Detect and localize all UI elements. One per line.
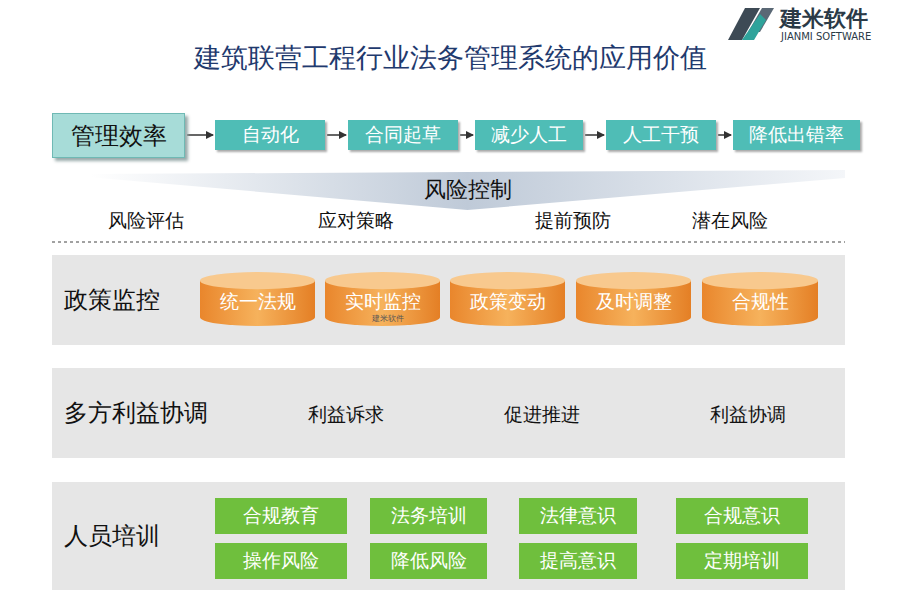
dashed-divider (52, 242, 845, 243)
tag-box: 操作风险 (215, 543, 347, 579)
node-text: 降低出错率 (749, 122, 844, 148)
node-text: 定期培训 (704, 548, 780, 574)
node-text: 操作风险 (243, 548, 319, 574)
process-box: 人工干预 (606, 120, 716, 150)
node-text: 提高意识 (540, 548, 616, 574)
flow-arrow (187, 134, 213, 136)
node-text: 人工干预 (623, 122, 699, 148)
node-text: 合规意识 (704, 503, 780, 529)
node-text: 政策监控 (64, 284, 160, 316)
process-box: 降低出错率 (733, 120, 860, 150)
logo-text: JIANMI SOFTWARE (781, 31, 871, 42)
note-label: 利益协调 (710, 402, 786, 428)
watermark: 建米软件 (372, 313, 404, 324)
process-box: 减少人工 (475, 120, 583, 150)
diagram-title: 建筑联营工程行业法务管理系统的应用价值 (0, 40, 900, 76)
note-label: 利益诉求 (308, 402, 384, 428)
node-text: 法律意识 (540, 503, 616, 529)
note-label: 应对策略 (318, 208, 394, 234)
note-label: 风险评估 (108, 208, 184, 234)
heading-band: 风险控制 (90, 170, 845, 210)
node-text: 合规性 (732, 289, 789, 315)
note-label: 潜在风险 (692, 208, 768, 234)
node-text: 降低风险 (391, 548, 467, 574)
tag-box: 提高意识 (519, 543, 637, 579)
cylinder-box: 政策变动 (450, 272, 565, 326)
node-text: 法务培训 (391, 503, 467, 529)
cylinder-box: 统一法规 (200, 272, 315, 326)
node-text: 管理效率 (71, 120, 167, 152)
node-text: 多方利益协调 (64, 397, 208, 429)
node-text: 自动化 (242, 122, 299, 148)
tag-box: 合规教育 (215, 498, 347, 534)
logo-text: 建米软件 (780, 4, 868, 34)
node-text: 政策变动 (470, 289, 546, 315)
note-label: 促进推进 (504, 402, 580, 428)
flow-arrow (327, 134, 346, 136)
node-text: 及时调整 (596, 289, 672, 315)
flow-arrow (585, 134, 604, 136)
process-box: 自动化 (215, 120, 325, 150)
node-text: 实时监控 (345, 289, 421, 315)
tag-box: 法务培训 (370, 498, 487, 534)
cylinder-box: 及时调整 (576, 272, 691, 326)
section-panel: 政策监控 统一法规 实时监控 政策变动 及时调整 合规性 (52, 255, 845, 345)
tag-box: 降低风险 (370, 543, 487, 579)
cylinder-box: 合规性 (702, 272, 818, 326)
tag-box: 定期培训 (676, 543, 808, 579)
category-box: 管理效率 (52, 113, 185, 158)
node-text: 减少人工 (491, 122, 567, 148)
node-text: 人员培训 (64, 520, 160, 552)
section-panel: 人员培训 合规教育 法务培训 法律意识 合规意识操作风险 降低风险 提高意识 定期培训 (52, 482, 845, 590)
tag-box: 法律意识 (519, 498, 637, 534)
note-label: 提前预防 (535, 208, 611, 234)
flow-arrow (718, 134, 731, 136)
node-text: 合同起草 (365, 122, 441, 148)
process-box: 合同起草 (348, 120, 458, 150)
flow-arrow (460, 134, 473, 136)
node-text: 统一法规 (220, 289, 296, 315)
tag-box: 合规意识 (676, 498, 808, 534)
node-text: 风险控制 (424, 175, 512, 205)
node-text: 合规教育 (243, 503, 319, 529)
logo-icon (728, 8, 774, 40)
